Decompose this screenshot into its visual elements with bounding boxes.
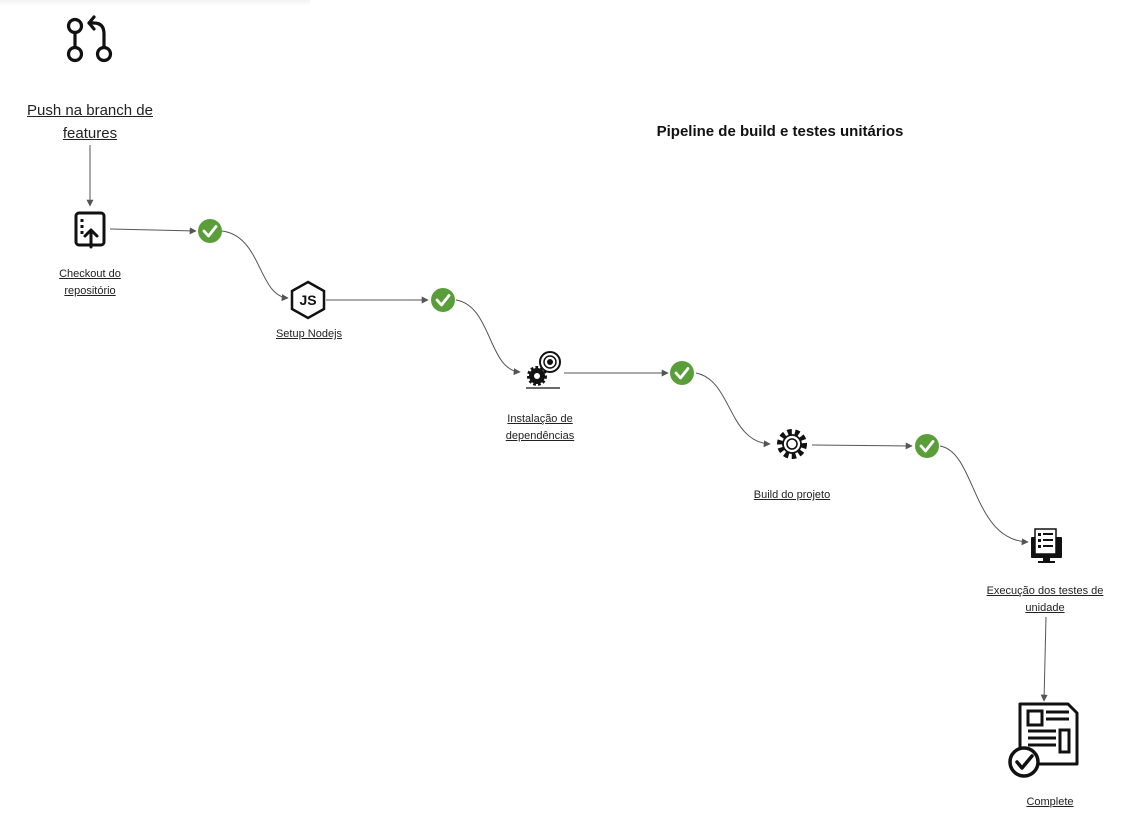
green-check-icon	[198, 219, 222, 243]
trigger-label[interactable]: Push na branch de features	[27, 102, 153, 142]
connector-check2-deps	[455, 299, 521, 376]
connector-check3-build	[695, 372, 771, 448]
test-monitor-icon[interactable]	[1031, 528, 1062, 563]
step-label-dependencies[interactable]: Instalação de dependências	[505, 413, 575, 442]
complete-document-check-icon[interactable]	[1008, 702, 1079, 778]
connector-tests-complete	[1040, 616, 1048, 702]
connector-build-check4	[811, 442, 913, 450]
connector-check4-tests	[939, 445, 1029, 546]
connectors	[86, 145, 1048, 702]
green-check-icon	[915, 434, 939, 458]
step-label-setup-node[interactable]: Setup Nodejs	[275, 328, 343, 340]
top-edge	[0, 0, 310, 6]
repository-checkout-icon[interactable]	[74, 211, 106, 249]
connector-check1-node	[221, 230, 289, 302]
connector-checkout-check1	[109, 227, 197, 235]
green-check-icon	[670, 361, 694, 385]
step-label-checkout[interactable]: Checkout do repositório	[59, 268, 121, 297]
step-label-build[interactable]: Build do projeto	[753, 489, 831, 501]
diagram-title: Pipeline de build e testes unitários	[656, 123, 904, 140]
step-label-tests[interactable]: Execução dos testes de unidade	[986, 585, 1104, 614]
gear-icon[interactable]	[777, 429, 807, 459]
svg-text:JS: JS	[299, 292, 316, 308]
status-checks	[198, 219, 939, 458]
step-label-complete[interactable]: Complete	[1026, 796, 1074, 808]
green-check-icon	[431, 288, 455, 312]
nodejs-icon[interactable]: JS	[290, 280, 326, 320]
git-pull-request-icon[interactable]	[66, 15, 113, 63]
dependencies-gears-icon[interactable]	[526, 351, 561, 389]
